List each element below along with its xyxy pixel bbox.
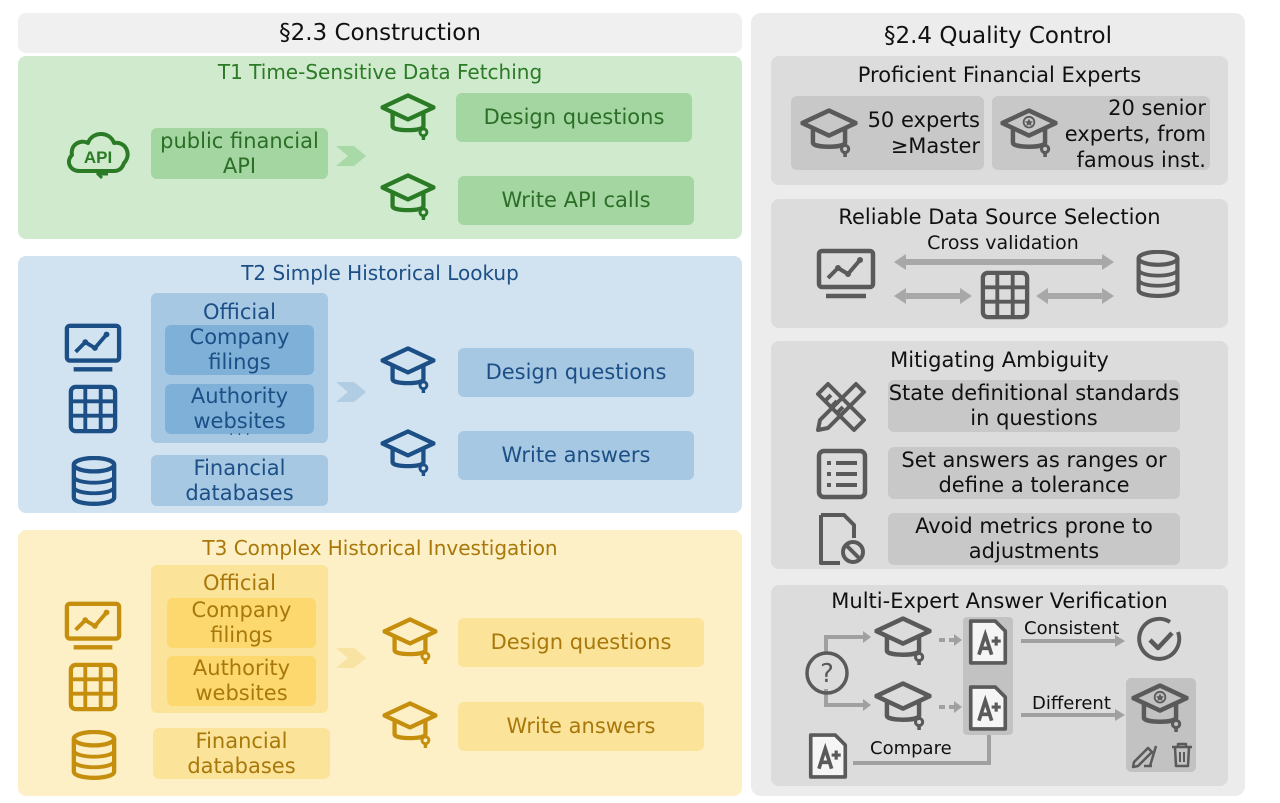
database-icon — [70, 456, 118, 506]
ruler-pencil-icon — [816, 382, 866, 432]
compare-label: Compare — [870, 738, 952, 759]
graduation-cap-icon — [374, 172, 442, 220]
graduation-cap-icon — [870, 615, 936, 665]
monitor-chart-icon — [64, 322, 122, 374]
design-questions-box: Design questions — [458, 348, 694, 397]
file-blocked-icon — [819, 513, 865, 565]
financial-databases-box: Financial databases — [151, 455, 328, 506]
table-icon — [68, 384, 118, 434]
company-filings-box: Company filings — [167, 598, 316, 648]
data-source-title: Reliable Data Source Selection — [838, 205, 1161, 229]
public-financial-api-box: public financial API — [151, 128, 328, 179]
financial-databases-box: Financial databases — [153, 728, 330, 779]
write-api-calls-box: Write API calls — [458, 176, 694, 225]
graduation-cap-icon — [374, 92, 442, 140]
ambiguity-item: Set answers as ranges or define a tolera… — [888, 447, 1180, 499]
api-icon-label: API — [84, 148, 112, 167]
design-questions-box: Design questions — [456, 93, 692, 142]
t2-title: T2 Simple Historical Lookup — [241, 261, 519, 285]
ambiguity-title: Mitigating Ambiguity — [890, 348, 1109, 372]
graduation-cap-star-icon — [1128, 682, 1192, 732]
t3-title: T3 Complex Historical Investigation — [202, 536, 558, 560]
t1-title: T1 Time-Sensitive Data Fetching — [217, 60, 543, 84]
consistent-label: Consistent — [1024, 618, 1120, 639]
write-answers-box: Write answers — [458, 431, 694, 480]
design-questions-box: Design questions — [458, 618, 704, 667]
arrow-right-icon — [336, 146, 366, 166]
authority-websites-box: Authority websites — [167, 656, 316, 706]
arrow-right-icon — [336, 648, 366, 668]
official-label: Official — [203, 570, 276, 595]
construction-header: §2.3 Construction — [18, 13, 742, 53]
monitor-chart-icon — [64, 600, 122, 652]
trash-icon — [1172, 742, 1192, 768]
ellipsis: · · · — [229, 427, 250, 443]
experts-senior-text: 20 senior experts, from famous inst. — [1064, 96, 1206, 172]
monitor-chart-icon — [816, 248, 876, 300]
graduation-cap-icon — [374, 345, 442, 393]
ambiguity-item: Avoid metrics prone to adjustments — [888, 513, 1180, 565]
experts-title: Proficient Financial Experts — [857, 63, 1142, 87]
graduation-cap-icon — [870, 680, 936, 730]
edit-icon — [1131, 745, 1158, 769]
construction-header-text: §2.3 Construction — [279, 20, 481, 46]
cloud-api-icon: API — [66, 132, 130, 180]
graduation-cap-icon — [376, 616, 444, 664]
official-label: Official — [203, 299, 276, 324]
list-icon — [816, 448, 868, 500]
graduation-cap-icon — [796, 107, 862, 157]
double-arrow-icon — [894, 254, 1114, 304]
check-circle-icon — [1137, 616, 1182, 661]
database-icon — [70, 730, 118, 780]
company-filings-box: Company filings — [165, 325, 314, 375]
ambiguity-item: State definitional standards in question… — [888, 380, 1180, 432]
graduation-cap-icon — [374, 428, 442, 476]
experts-masters-text: 50 experts ≥Master — [867, 108, 980, 158]
cross-validation-label: Cross validation — [927, 232, 1079, 254]
verification-title: Multi-Expert Answer Verification — [831, 589, 1168, 613]
question-mark: ? — [820, 659, 834, 689]
authority-websites-box: Authority websites — [165, 384, 314, 434]
graduation-cap-icon — [376, 700, 444, 748]
graded-doc-icon — [968, 618, 1008, 666]
different-label: Different — [1032, 693, 1111, 714]
arrow-right-icon — [336, 382, 366, 402]
database-icon — [1134, 250, 1182, 298]
quality-control-header: §2.4 Quality Control — [883, 23, 1113, 49]
graded-doc-icon — [968, 684, 1008, 732]
graded-doc-icon — [808, 732, 848, 780]
question-circle-icon: ? — [805, 651, 849, 695]
write-answers-box: Write answers — [458, 702, 704, 751]
table-icon — [68, 662, 118, 712]
